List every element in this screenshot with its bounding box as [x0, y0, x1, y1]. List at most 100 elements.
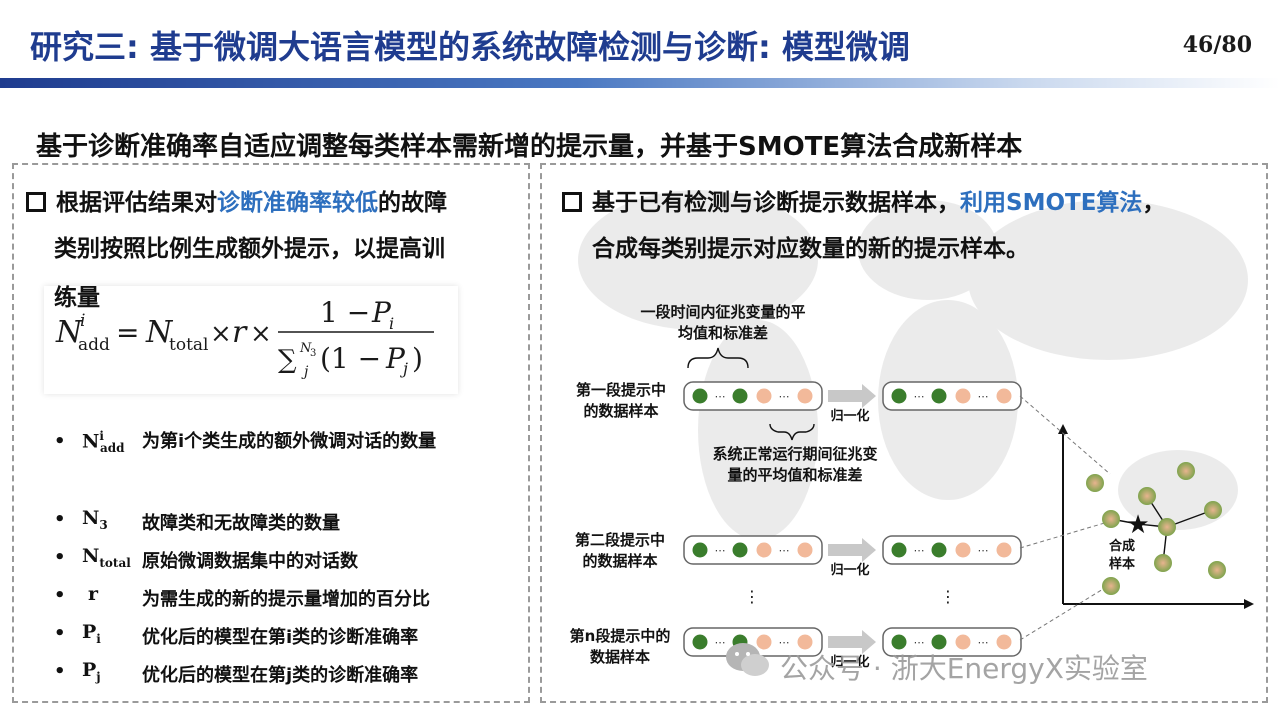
green-dot: [931, 388, 947, 404]
sample-point: [1204, 501, 1222, 519]
definition-text: 为第i个类生成的额外微调对话的数量: [142, 431, 437, 452]
sample-point: [1102, 577, 1120, 595]
right-arrow-icon: [828, 630, 876, 654]
svg-text:add: add: [78, 335, 110, 355]
formula: N i add = N total × r × 1 − P i ∑ N 3 j …: [55, 296, 434, 380]
definition-item: • Pj 优化后的模型在第j类的诊断准确率: [54, 659, 419, 686]
peach-dot: [955, 542, 971, 558]
svg-text:i: i: [389, 314, 394, 333]
sample-point: [1138, 487, 1156, 505]
peach-dot: [797, 634, 813, 650]
peach-dot: [996, 634, 1012, 650]
definition-item: • N3 故障类和无故障类的数量: [54, 507, 340, 534]
definition-item: • Ntotal 原始微调数据集中的对话数: [54, 545, 358, 572]
right-bullet-line-2: 合成每类别提示对应数量的新的提示样本。: [592, 236, 1029, 262]
row-1-label: 第一段提示中的数据样本: [575, 381, 666, 420]
sample-points: [1086, 462, 1226, 595]
definition-item: • Pi 优化后的模型在第i类的诊断准确率: [54, 621, 419, 648]
peach-dot: [797, 388, 813, 404]
peach-dot: [756, 542, 772, 558]
symbol-n3: N3: [82, 507, 108, 532]
sample-point: [1086, 474, 1104, 492]
symbol-p-j: Pj: [82, 659, 101, 684]
peach-dot: [955, 388, 971, 404]
svg-text:P: P: [371, 296, 392, 329]
watermark: 公众号 · 浙大EnergyX实验室: [780, 652, 1148, 685]
svg-text:i: i: [80, 311, 85, 331]
sample-capsule: [882, 535, 1022, 565]
left-bullet-line-3: 练量: [54, 285, 100, 311]
green-dot: [692, 388, 708, 404]
svg-text:=: =: [116, 316, 139, 349]
square-bullet-icon: [26, 192, 46, 212]
vertical-ellipsis: ⋮: [940, 587, 956, 606]
mid-note: 系统正常运行期间征兆变量的平均值和标准差: [712, 445, 878, 484]
ellipsis: ⋯: [914, 636, 925, 649]
ellipsis: ⋯: [715, 636, 726, 649]
svg-text:j: j: [400, 359, 408, 378]
top-brace: [687, 347, 749, 369]
definition-text: 为需生成的新的提示量增加的百分比: [142, 589, 430, 610]
row-n-label: 第n段提示中的数据样本: [569, 627, 671, 666]
peach-dot: [756, 388, 772, 404]
sample-point: [1158, 518, 1176, 536]
wechat-icon: [726, 643, 769, 676]
svg-text:j: j: [301, 364, 309, 380]
sample-capsule: [882, 381, 1022, 411]
normalize-label: 归一化: [830, 562, 869, 578]
synthetic-sample-star-icon: ★: [1126, 510, 1149, 540]
synth-label-line1: 合成: [1109, 538, 1135, 554]
y-axis-arrow: [1058, 424, 1068, 434]
vertical-ellipsis: ⋮: [744, 587, 760, 606]
svg-text:N: N: [145, 315, 174, 350]
peach-dot: [756, 634, 772, 650]
header-bar: [0, 78, 1280, 88]
normalize-label: 归一化: [830, 408, 869, 424]
svg-text:∑: ∑: [278, 345, 297, 375]
svg-text:1 −: 1 −: [320, 296, 370, 329]
normalize-label: 归一化: [830, 654, 869, 670]
svg-text:r: r: [232, 315, 248, 350]
svg-text:N: N: [55, 315, 84, 350]
sample-point: [1102, 510, 1120, 528]
sample-point: [1208, 561, 1226, 579]
peach-dot: [955, 634, 971, 650]
right-arrow-icon: [828, 384, 876, 408]
definition-item: • r 为需生成的新的提示量增加的百分比: [54, 583, 430, 610]
green-dot: [931, 634, 947, 650]
sample-point: [1154, 554, 1172, 572]
mapping-line: [1019, 395, 1111, 475]
mid-brace: [769, 423, 815, 441]
svg-text:×: ×: [210, 319, 232, 349]
header: 研究三: 基于微调大语言模型的系统故障检测与诊断: 模型微调 46/80: [0, 0, 1280, 88]
sample-capsule: [683, 535, 823, 565]
green-dot: [891, 634, 907, 650]
x-axis-arrow: [1244, 599, 1254, 609]
ellipsis: ⋯: [779, 544, 790, 557]
mapping-line: [1019, 521, 1109, 549]
definition-text: 原始微调数据集中的对话数: [142, 551, 358, 572]
left-panel: [12, 163, 530, 703]
synth-label-line2: 样本: [1109, 556, 1135, 572]
green-dot: [891, 388, 907, 404]
page-number: 46/80: [1182, 32, 1252, 58]
ellipsis: ⋯: [715, 544, 726, 557]
ellipsis: ⋯: [978, 390, 989, 403]
ellipsis: ⋯: [914, 544, 925, 557]
row-2-label: 第二段提示中的数据样本: [574, 531, 665, 570]
left-bullet-line-1: 根据评估结果对诊断准确率较低的故障: [26, 180, 447, 226]
ellipsis: ⋯: [779, 636, 790, 649]
slide-title: 研究三: 基于微调大语言模型的系统故障检测与诊断: 模型微调: [30, 28, 910, 66]
left-bullet-line-2: 类别按照比例生成额外提示，以提高训: [54, 236, 445, 262]
svg-text:): ): [412, 342, 423, 375]
right-bullet-line-1: 基于已有检测与诊断提示数据样本，利用SMOTE算法，: [562, 180, 1165, 226]
symbol-r: r: [88, 583, 99, 605]
definition-list: • Niadd 为第i个类生成的额外微调对话的数量 • N3 故障类和无故障类的…: [46, 425, 516, 693]
sample-capsule: [882, 627, 1022, 657]
svg-text:3: 3: [310, 348, 316, 359]
square-bullet-icon: [562, 192, 582, 212]
green-dot: [732, 542, 748, 558]
symbol-n-total: Ntotal: [82, 545, 131, 570]
sample-point: [1177, 462, 1195, 480]
